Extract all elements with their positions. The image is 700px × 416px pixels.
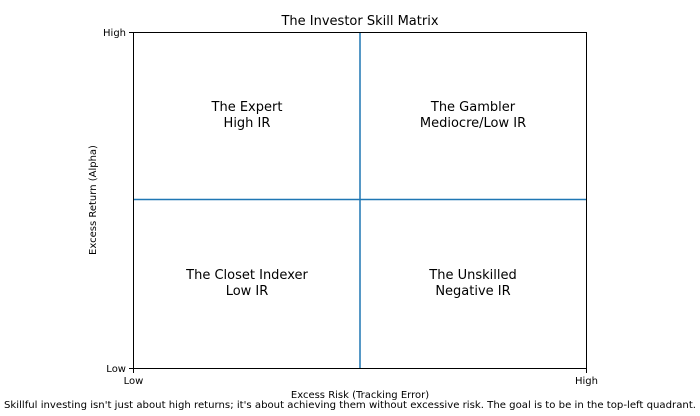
x-tick-label-low: Low [124,376,144,387]
y-tick-label-low: Low [106,364,126,375]
diagram-title: The Investor Skill Matrix [280,14,438,29]
plot-frame [133,32,587,369]
y-axis-label: Excess Return (Alpha) [88,145,99,255]
y-tick-label-high: High [103,28,126,39]
quadrant-top-right-name: The Gambler [430,100,516,115]
quadrant-bottom-left-rating: Low IR [226,284,269,299]
x-axis-label: Excess Risk (Tracking Error) [291,390,429,401]
quadrant-top-left-rating: High IR [224,116,271,131]
quadrant-top-left-name: The Expert [211,100,283,115]
x-tick-label-high: High [575,376,598,387]
quadrant-bottom-right-rating: Negative IR [435,284,510,299]
quadrant-top-right-rating: Mediocre/Low IR [420,116,526,131]
caption-text: Skillful investing isn't just about high… [4,400,696,411]
quadrant-bottom-right-name: The Unskilled [428,268,516,283]
quadrant-bottom-left-name: The Closet Indexer [185,268,308,283]
